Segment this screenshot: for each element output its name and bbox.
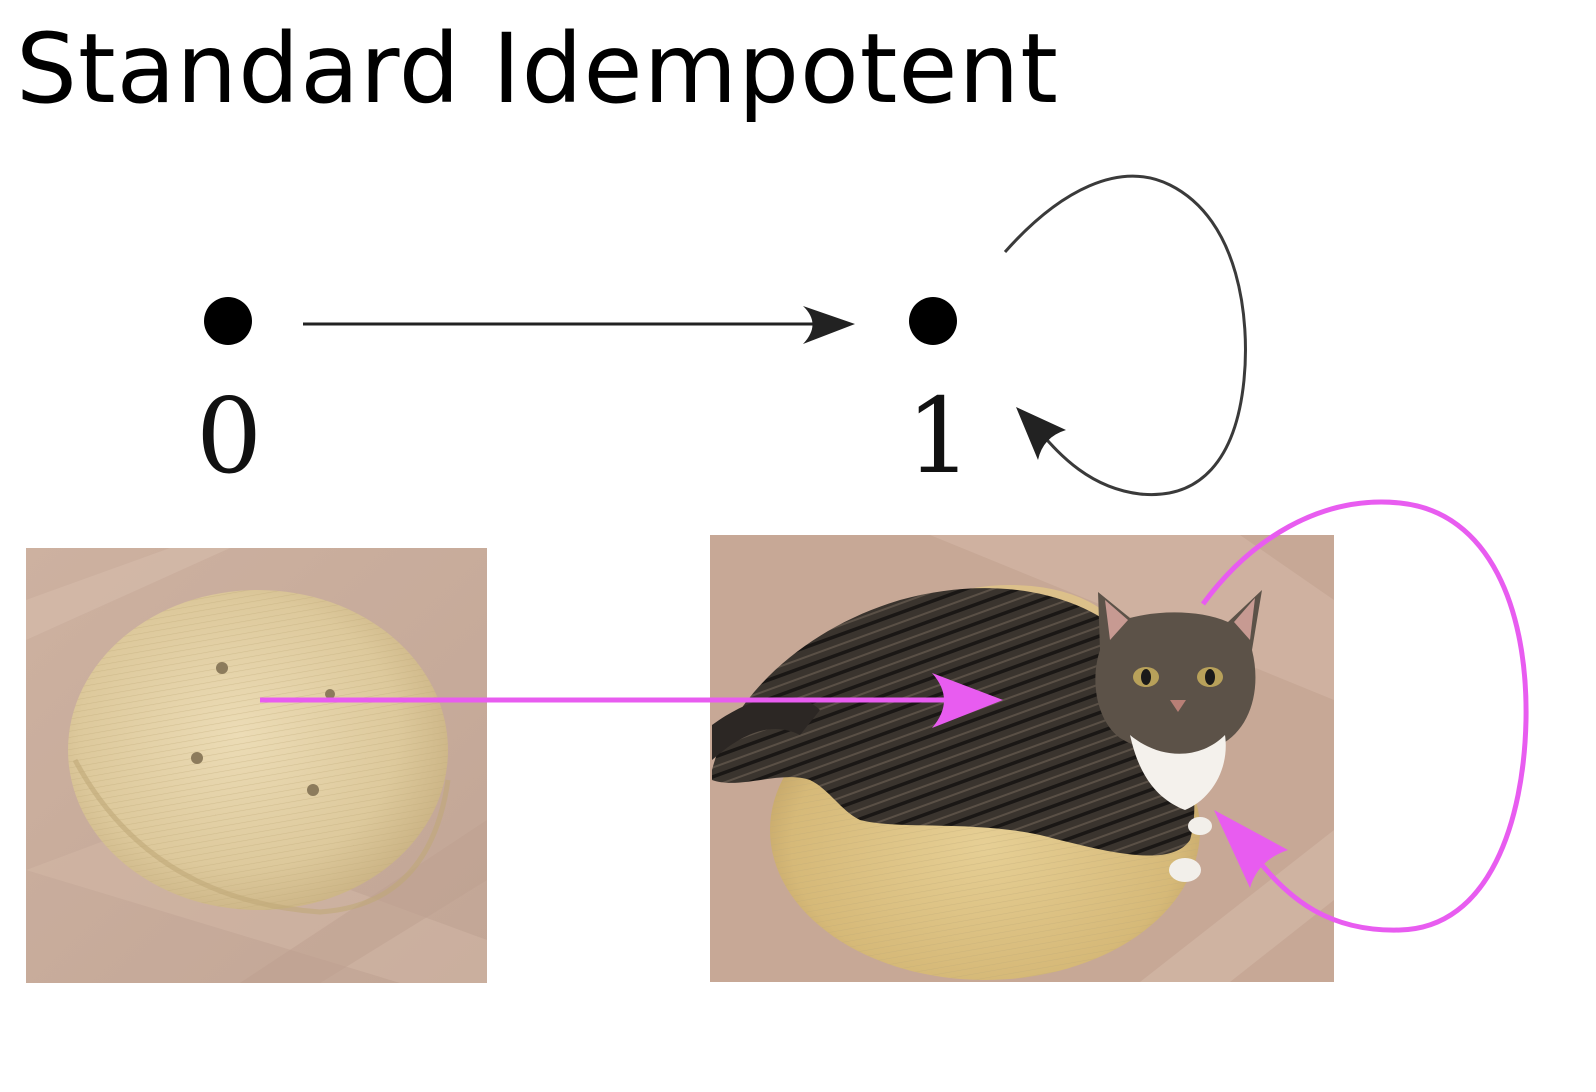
node-1-dot bbox=[909, 297, 957, 345]
node-0-label: 0 bbox=[196, 375, 263, 497]
arrow-0-to-1 bbox=[303, 306, 855, 344]
highlight-arrow-cushion-to-cat bbox=[260, 673, 1003, 728]
self-loop-arrow bbox=[1003, 174, 1247, 497]
page-title: Standard Idempotent bbox=[16, 13, 1059, 125]
highlight-self-loop bbox=[1200, 499, 1529, 933]
node-0-dot bbox=[204, 297, 252, 345]
empty-cushion-photo bbox=[26, 548, 487, 983]
cat-on-cushion-photo bbox=[710, 535, 1334, 982]
node-1-label: 1 bbox=[906, 375, 973, 497]
